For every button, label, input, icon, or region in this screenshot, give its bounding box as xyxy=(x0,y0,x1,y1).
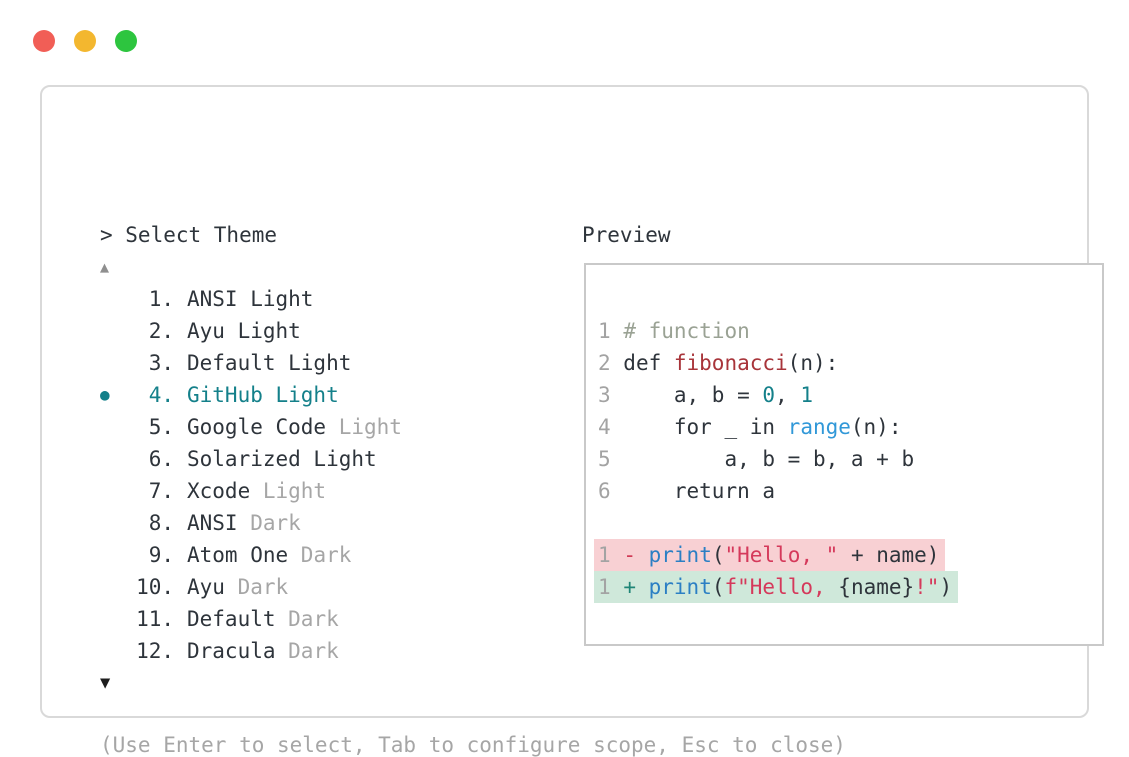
theme-item-label: Light xyxy=(338,415,402,439)
theme-list-item[interactable]: 1. ANSI Light xyxy=(100,283,402,315)
select-theme-prompt: > Select Theme xyxy=(100,223,278,247)
selected-bullet-icon: ● xyxy=(100,385,110,404)
theme-item-number: 5. xyxy=(148,415,174,439)
theme-item-number: 10. xyxy=(136,575,174,599)
window-controls xyxy=(33,30,137,52)
theme-item-number: 12. xyxy=(136,639,174,663)
theme-item-number: 6. xyxy=(148,447,174,471)
theme-list-item[interactable]: 7. Xcode Light xyxy=(100,475,402,507)
code-line: 2 def fibonacci(n): xyxy=(598,347,958,379)
code-line-content: 3 a, b = 0, 1 xyxy=(598,383,813,407)
maximize-button-icon[interactable] xyxy=(115,30,137,52)
theme-item-label: Light xyxy=(262,479,327,503)
theme-item-number: 1. xyxy=(148,287,174,311)
theme-list-item[interactable]: 12. Dracula Dark xyxy=(100,635,402,667)
theme-item-number: 4. xyxy=(148,383,174,407)
diff-add-line: 1 + print(f"Hello, {name}!") xyxy=(594,571,959,603)
theme-item-label: Dark xyxy=(237,575,289,599)
code-line: 6 return a xyxy=(598,475,958,507)
theme-item-label: ANSI xyxy=(187,511,251,535)
theme-item-label: Default xyxy=(187,607,289,631)
code-line: 3 a, b = 0, 1 xyxy=(598,379,958,411)
theme-list-item[interactable]: 6. Solarized Light xyxy=(100,443,402,475)
theme-item-label: Dracula xyxy=(187,639,289,663)
theme-item-label: GitHub Light xyxy=(187,383,339,407)
theme-item-label: Solarized Light xyxy=(187,447,377,471)
code-preview: 1 # function 2 def fibonacci(n): 3 a, b = … xyxy=(594,315,959,603)
code-line: 4 for _ in range(n): xyxy=(598,411,958,443)
theme-item-label: Atom One xyxy=(187,543,301,567)
code-line: 1 # function xyxy=(598,315,958,347)
diff-del-line: 1 - print("Hello, " + name) xyxy=(594,539,946,571)
theme-list-item[interactable]: 2. Ayu Light xyxy=(100,315,402,347)
code-line-content: 1 # function xyxy=(598,319,750,343)
theme-item-label: Ayu Light xyxy=(187,319,301,343)
theme-item-number: 8. xyxy=(148,511,174,535)
theme-list-item[interactable]: 3. Default Light xyxy=(100,347,402,379)
code-line-content xyxy=(594,507,604,539)
scroll-up-arrow-icon[interactable]: ▲ xyxy=(100,258,110,276)
theme-item-label: Default Light xyxy=(187,351,352,375)
theme-list: 1. ANSI Light 2. Ayu Light 3. Default Light ● 4… xyxy=(100,283,402,667)
theme-item-label: Dark xyxy=(300,543,352,567)
code-line: 1 + print(f"Hello, {name}!") xyxy=(594,571,959,603)
theme-item-label: Xcode xyxy=(187,479,263,503)
code-line-content: 2 def fibonacci(n): xyxy=(598,351,839,375)
theme-item-number: 7. xyxy=(148,479,174,503)
theme-item-label: Dark xyxy=(250,511,301,535)
close-button-icon[interactable] xyxy=(33,30,55,52)
code-line: 1 - print("Hello, " + name) xyxy=(594,539,958,571)
code-line-content: 6 return a xyxy=(598,479,776,503)
theme-list-item[interactable]: 11. Default Dark xyxy=(100,603,402,635)
preview-panel: 1 # function 2 def fibonacci(n): 3 a, b = … xyxy=(584,263,1104,646)
theme-list-item[interactable]: 5. Google Code Light xyxy=(100,411,402,443)
theme-item-number: 2. xyxy=(148,319,174,343)
theme-item-number: 9. xyxy=(148,543,174,567)
theme-picker-window: > Select Theme ▲ 1. ANSI Light 2. Ayu Light… xyxy=(40,85,1104,757)
code-line: 5 a, b = b, a + b xyxy=(598,443,958,475)
code-line-content: 5 a, b = b, a + b xyxy=(598,447,915,471)
theme-item-label: Dark xyxy=(288,639,339,663)
theme-item-label: ANSI Light xyxy=(187,287,314,311)
preview-title: Preview xyxy=(582,223,671,247)
help-text: (Use Enter to select, Tab to configure s… xyxy=(100,733,846,757)
code-blank-line xyxy=(598,507,958,539)
code-line-content: 4 for _ in range(n): xyxy=(598,415,902,439)
theme-list-item[interactable]: 8. ANSI Dark xyxy=(100,507,402,539)
theme-item-label: Google Code xyxy=(187,415,339,439)
theme-item-number: 3. xyxy=(148,351,174,375)
theme-list-item[interactable]: 9. Atom One Dark xyxy=(100,539,402,571)
scroll-down-arrow-icon[interactable]: ▼ xyxy=(100,673,111,693)
minimize-button-icon[interactable] xyxy=(74,30,96,52)
theme-item-label: Dark xyxy=(288,607,339,631)
theme-item-number: 11. xyxy=(136,607,174,631)
theme-item-label: Ayu xyxy=(187,575,238,599)
theme-list-item[interactable]: ● 4. GitHub Light xyxy=(100,379,402,411)
theme-list-item[interactable]: 10. Ayu Dark xyxy=(100,571,402,603)
